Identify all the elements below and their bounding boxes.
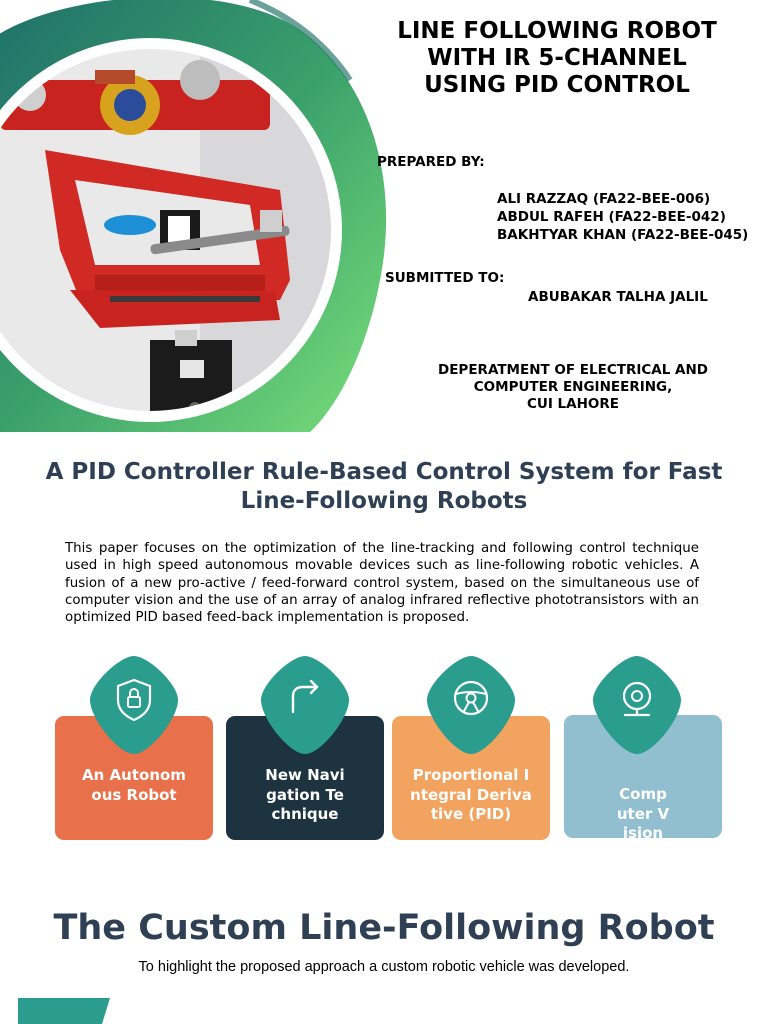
supervisor-name: ABUBAKAR TALHA JALIL bbox=[528, 289, 708, 305]
shield-lock-icon bbox=[88, 654, 180, 756]
report-title-line: USING PID CONTROL bbox=[424, 72, 690, 98]
robot-photo bbox=[0, 0, 400, 432]
author-name: ABDUL RAFEH (FA22-BEE-042) bbox=[497, 209, 726, 225]
feature-card-label: Computer Vision bbox=[616, 785, 670, 838]
department-line: CUI LAHORE bbox=[526, 396, 620, 412]
author-name: ALI RAZZAQ (FA22-BEE-006) bbox=[497, 191, 711, 207]
submitted-to-label: SUBMITTED TO: bbox=[385, 270, 505, 286]
feature-card-label: An Autonomous Robot bbox=[82, 766, 186, 804]
section-heading: The Custom Line-Following Robot bbox=[53, 908, 715, 948]
turn-right-arrow-icon bbox=[259, 654, 351, 756]
department-line: COMPUTER ENGINEERING, bbox=[473, 379, 673, 395]
decorative-teal-bar bbox=[18, 998, 110, 1024]
feature-card-label: New Navigation Technique bbox=[265, 766, 345, 823]
report-title-line: LINE FOLLOWING ROBOT bbox=[397, 18, 717, 44]
author-list: ALI RAZZAQ (FA22-BEE-006) ABDUL RAFEH (F… bbox=[497, 190, 748, 244]
report-title: LINE FOLLOWING ROBOT WITH IR 5-CHANNEL U… bbox=[372, 18, 742, 99]
department-line: DEPERATMENT OF ELECTRICAL AND bbox=[438, 362, 708, 378]
paper-title-line: A PID Controller Rule-Based Control Syst… bbox=[45, 459, 723, 485]
steering-wheel-icon bbox=[425, 654, 517, 756]
paper-title-line: Line-Following Robots bbox=[240, 488, 528, 514]
prepared-by-label: PREPARED BY: bbox=[377, 154, 485, 170]
department-name: DEPERATMENT OF ELECTRICAL AND COMPUTER E… bbox=[420, 362, 726, 413]
webcam-icon bbox=[591, 654, 683, 756]
report-title-line: WITH IR 5-CHANNEL bbox=[427, 45, 687, 71]
author-name: BAKHTYAR KHAN (FA22-BEE-045) bbox=[497, 227, 749, 243]
section-subtitle: To highlight the proposed approach a cus… bbox=[138, 959, 630, 975]
abstract-text: This paper focuses on the optimization o… bbox=[65, 541, 699, 626]
cover-section: LINE FOLLOWING ROBOT WITH IR 5-CHANNEL U… bbox=[0, 0, 768, 432]
paper-title: A PID Controller Rule-Based Control Syst… bbox=[10, 458, 758, 516]
feature-card-label: Proportional Integral Derivative (PID) bbox=[410, 766, 532, 823]
